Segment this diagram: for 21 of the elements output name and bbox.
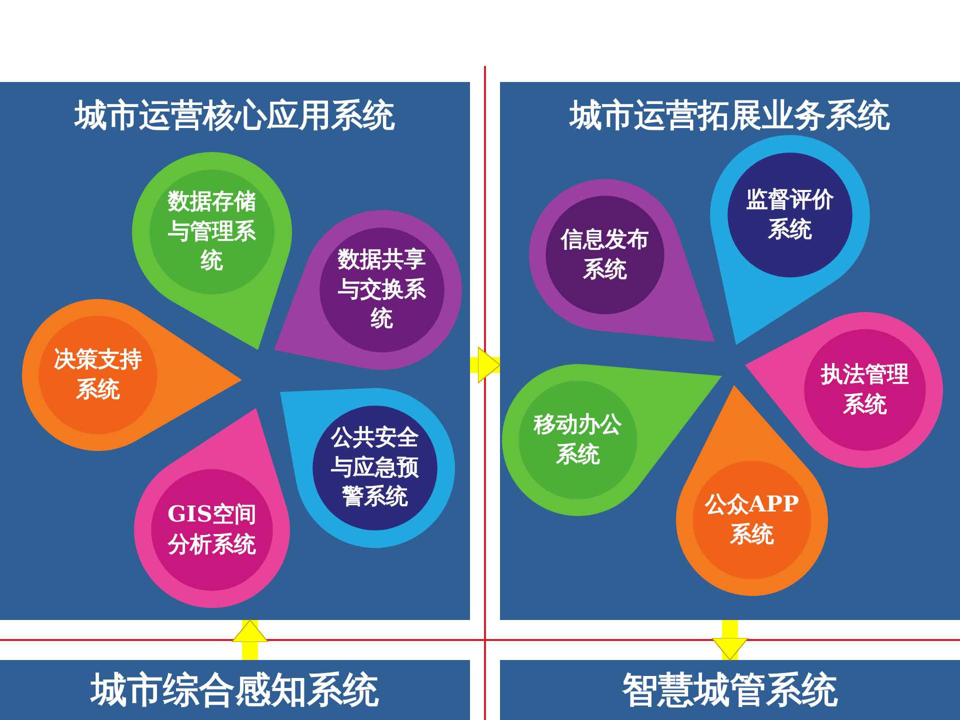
block-arrow bbox=[712, 620, 748, 660]
panel-title: 城市运营拓展业务系统 bbox=[568, 95, 891, 136]
petal-label: 公众APP系统 bbox=[704, 490, 800, 549]
system-bar bbox=[0, 660, 470, 720]
petal-label: GIS空间分析系统 bbox=[166, 500, 258, 559]
system-bar bbox=[500, 660, 960, 720]
panel-title: 城市运营核心应用系统 bbox=[73, 95, 396, 136]
petal-label: 信息发布系统 bbox=[559, 225, 650, 284]
petal-label: 数据存储与管理系统 bbox=[166, 187, 257, 276]
bar-label: 智慧城管系统 bbox=[622, 668, 838, 712]
panel-background bbox=[0, 82, 470, 620]
petal-label: 数据共享与交换系统 bbox=[336, 245, 427, 334]
petal-label: 公共安全与应急预警系统 bbox=[330, 423, 420, 512]
petal-label: 决策支持系统 bbox=[53, 345, 143, 404]
petal-label: 监督评价系统 bbox=[745, 185, 835, 244]
panel-background bbox=[500, 82, 960, 620]
block-arrow bbox=[470, 346, 500, 384]
bar-label: 城市综合感知系统 bbox=[91, 668, 379, 712]
petal-label: 移动办公系统 bbox=[532, 410, 623, 469]
petal-label: 执法管理系统 bbox=[820, 360, 910, 419]
block-arrow bbox=[232, 620, 268, 660]
